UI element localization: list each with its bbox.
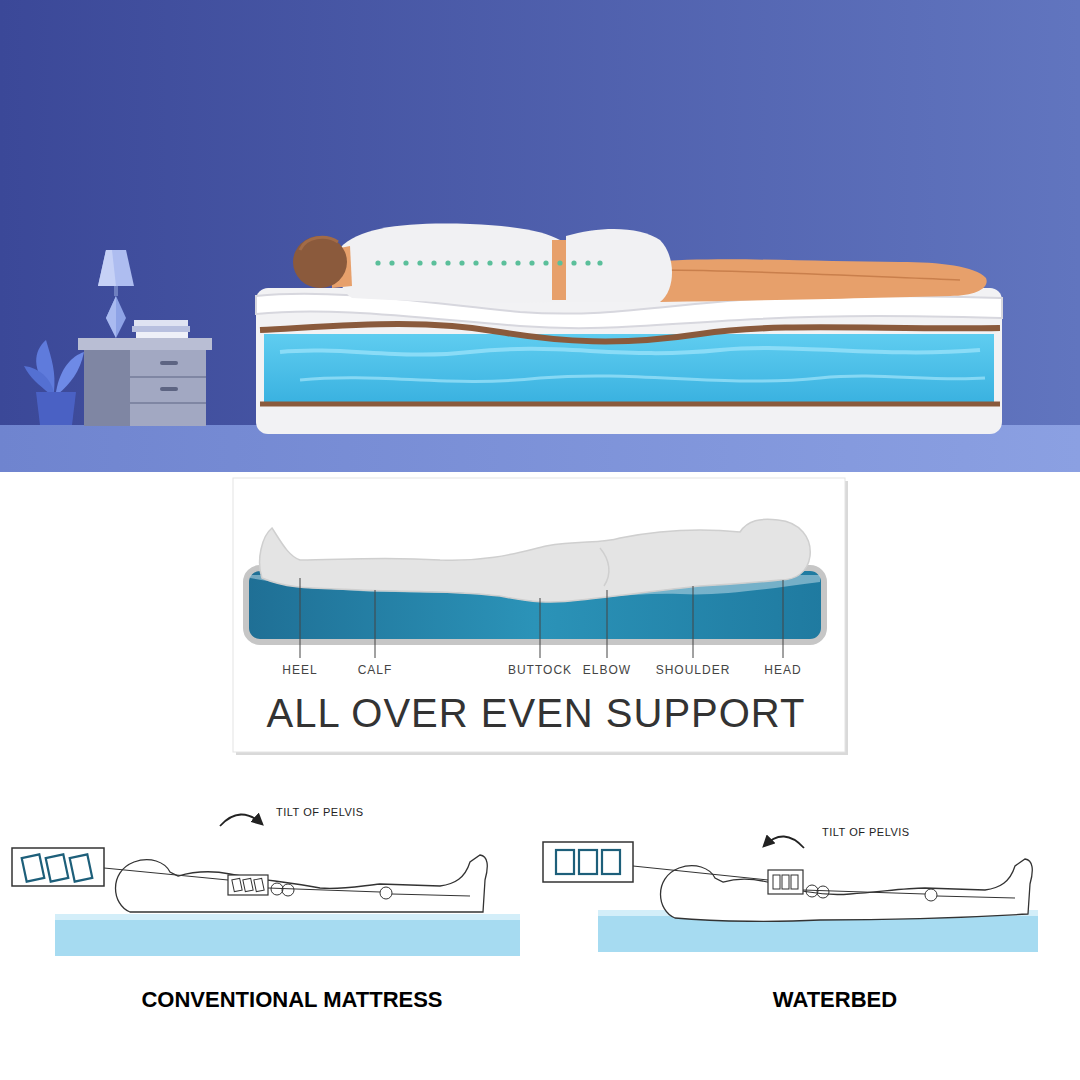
waterbed [256,288,1002,434]
annotation: TILT OF PELVIS [822,826,910,839]
conventional-mattress-figure [12,814,520,956]
even-support-card [233,478,848,755]
part-label: BUTTOCK [508,664,572,678]
annotation: TILT OF PELVIS [276,806,364,819]
part-label: SHOULDER [656,664,731,678]
part-label: HEAD [764,664,801,678]
caption-label: CONVENTIONAL MATTRESS [141,987,442,1012]
part-label: ELBOW [583,664,631,678]
card-heading: ALL OVER EVEN SUPPORT [267,690,806,736]
lamp [98,250,134,338]
plant [24,340,84,425]
part-label: CALF [358,664,393,678]
part-label: HEEL [282,664,317,678]
nightstand [78,338,212,426]
side-sleeper [293,224,987,303]
waterbed-figure [543,836,1038,952]
caption-label: WATERBED [773,987,897,1012]
bedroom-scene [0,0,1080,472]
books [132,320,190,338]
